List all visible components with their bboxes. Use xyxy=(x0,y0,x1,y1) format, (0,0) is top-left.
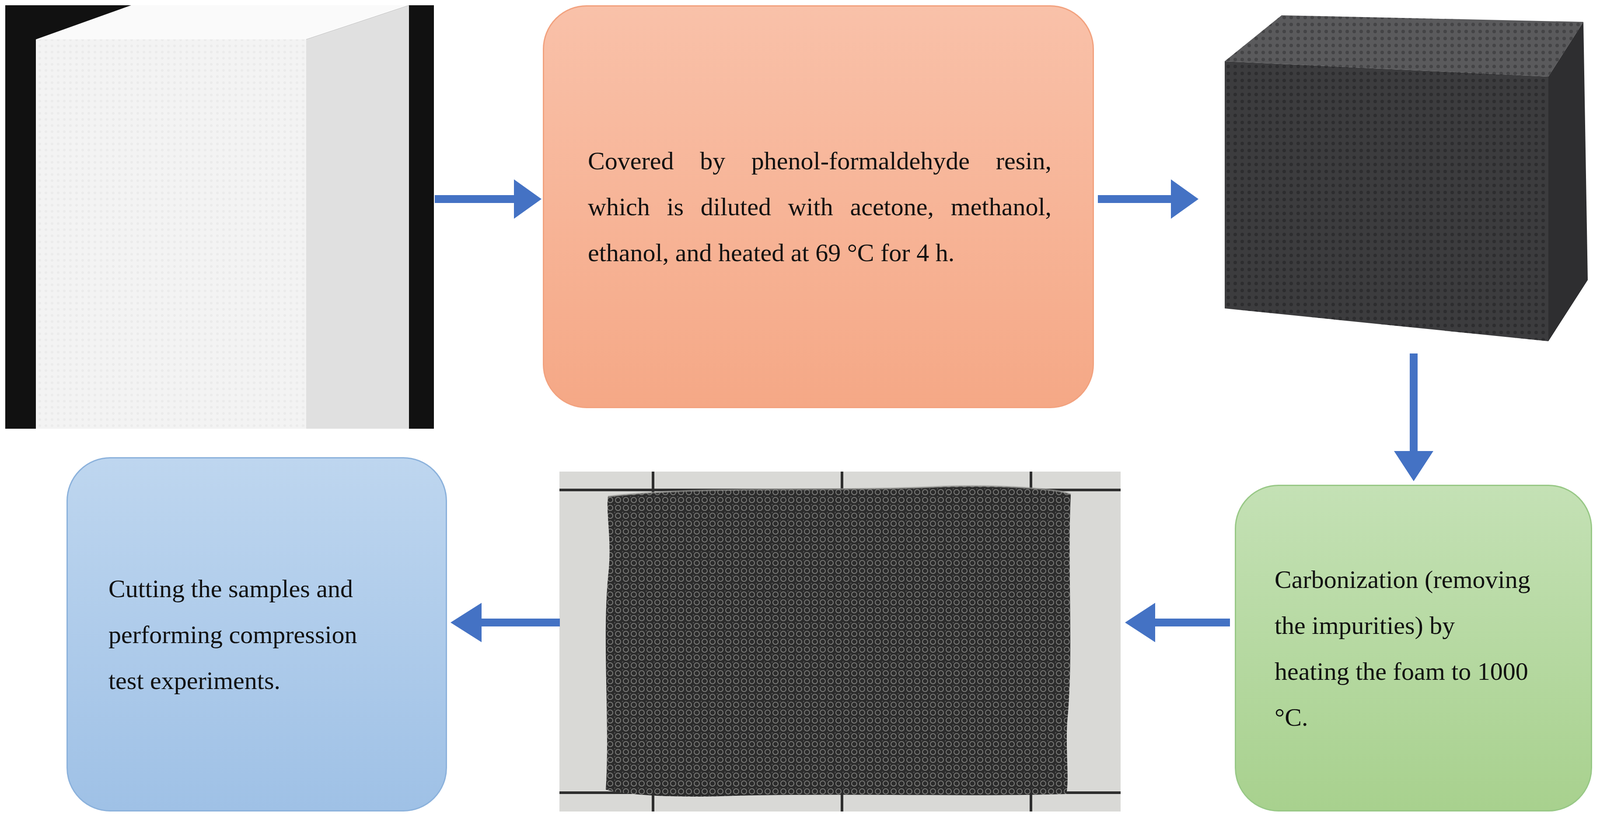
step-text: Covered by phenol-formaldehyde resin, wh… xyxy=(587,137,1052,276)
flow-arrow xyxy=(1124,602,1230,643)
process-box: Covered by phenol-formaldehyde resin, wh… xyxy=(542,5,1094,409)
flow-arrow xyxy=(1097,179,1199,219)
flow-arrow xyxy=(450,602,560,643)
flow-arrow xyxy=(1393,353,1434,482)
flow-arrow xyxy=(434,179,542,219)
process-box: Carbonization (removing the impurities) … xyxy=(1234,484,1593,812)
step-text: Cutting the samples and performing compr… xyxy=(108,565,363,704)
carbon-foam-photo xyxy=(559,471,1121,812)
step-text: Carbonization (removing the impurities) … xyxy=(1274,556,1534,741)
white-foam-photo xyxy=(5,5,434,429)
coated-foam-photo xyxy=(1198,10,1593,347)
process-box: Cutting the samples and performing compr… xyxy=(66,457,448,812)
